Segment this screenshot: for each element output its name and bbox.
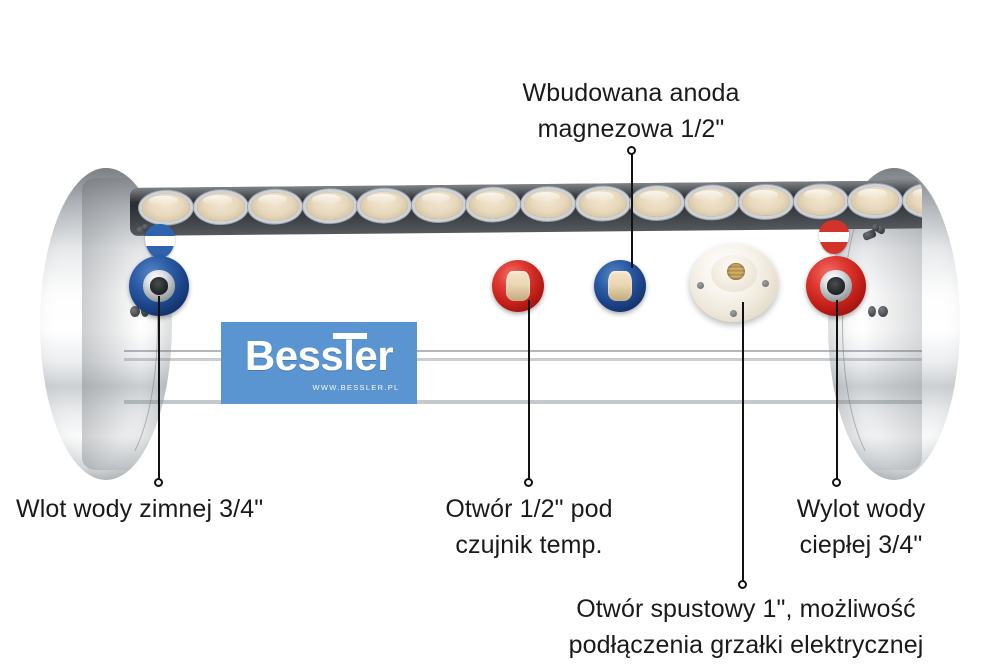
port-drain-flange[interactable]	[690, 244, 778, 322]
drain-screw	[762, 280, 769, 287]
insulation-cup	[469, 190, 518, 219]
leader-line-anode	[631, 150, 633, 268]
insulation-cup	[796, 187, 845, 216]
leader-line-cold-inlet	[158, 296, 160, 480]
leader-dot-cold-inlet	[154, 478, 163, 487]
end-cap-seam	[842, 176, 940, 474]
callout-anode: Wbudowana anoda magnezowa 1/2"	[522, 79, 740, 143]
drain-screw	[697, 282, 704, 289]
end-cap-seam	[60, 176, 158, 474]
callout-cold-inlet: Wlot wody zimnej 3/4"	[16, 495, 264, 523]
port-hub-chrome	[820, 270, 852, 302]
callout-hot-outlet: Wylot wody ciepłej 3/4"	[796, 495, 926, 559]
brand-macron	[333, 332, 368, 339]
port-plastic-cap	[607, 271, 633, 301]
brand-url-text: WWW.BESSLER.PL	[312, 382, 400, 392]
insulation-cup	[906, 186, 922, 215]
drain-thread	[726, 262, 745, 280]
leader-line-drain-port	[742, 302, 744, 582]
stud-fitting-right	[868, 306, 890, 317]
port-plastic-cap	[505, 271, 531, 301]
insulation-cup	[524, 189, 572, 219]
leader-line-temp-sensor	[528, 300, 530, 480]
port-temp-sensor[interactable]	[492, 260, 544, 312]
insulation-cup	[305, 191, 354, 221]
leader-dot-hot-outlet	[832, 478, 841, 487]
port-anode[interactable]	[594, 260, 646, 312]
insulation-cup	[196, 192, 245, 222]
bracket-fitting-right	[861, 223, 888, 242]
insulation-cup	[687, 188, 736, 217]
leader-line-hot-outlet	[836, 300, 838, 480]
leader-dot-temp-sensor	[524, 478, 533, 487]
insulation-cup	[414, 190, 463, 220]
brand-wordmark: Bessler	[244, 331, 394, 379]
drain-screw	[730, 310, 737, 317]
insulation-cup	[142, 193, 190, 222]
insulation-cup	[633, 188, 682, 218]
insulation-cup	[742, 187, 791, 217]
brand-name-text: Bessler	[244, 331, 394, 379]
callout-temp-sensor: Otwór 1/2" pod czujnik temp.	[445, 495, 613, 559]
insulation-cup	[360, 191, 409, 220]
hot-outlet-sticker	[819, 220, 849, 254]
insulation-cup	[251, 192, 300, 221]
insulation-cup-row	[142, 182, 922, 230]
callout-drain-port: Otwór spustowy 1", możliwość podłączenia…	[568, 595, 924, 659]
cold-inlet-sticker	[145, 224, 175, 258]
water-heater-tank: Bessler WWW.BESSLER.PL	[40, 168, 960, 480]
insulation-cup	[578, 189, 627, 218]
leader-dot-drain-port	[738, 580, 747, 589]
brand-plate: Bessler WWW.BESSLER.PL	[221, 322, 417, 404]
leader-dot-anode	[627, 146, 636, 155]
insulation-cup	[851, 186, 900, 216]
tank-body	[82, 178, 922, 470]
